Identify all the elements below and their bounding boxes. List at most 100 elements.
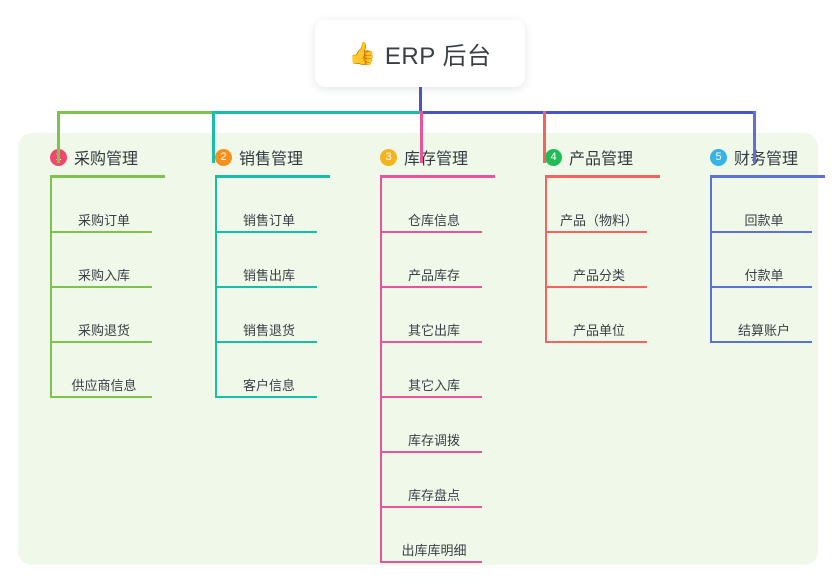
column-rule-4: [545, 175, 660, 178]
leaf-item-label: 结算账户: [737, 323, 790, 338]
column-spine-3: [380, 178, 382, 563]
column-title-4: 产品管理: [569, 151, 634, 168]
leaf-item[interactable]: 销售订单: [215, 178, 317, 233]
leaf-item[interactable]: 产品分类: [545, 233, 647, 288]
column-3: 3 库存管理仓库信息产品库存其它出库其它入库库存调拨库存盘点出库库明细: [360, 146, 520, 563]
column-header-3[interactable]: 3 库存管理: [360, 146, 520, 168]
leaf-item-label: 销售出库: [242, 268, 295, 283]
leaf-item-label: 采购退货: [77, 323, 130, 338]
leaf-item-rule: [710, 286, 812, 288]
column-items-2: 销售订单销售出库销售退货客户信息: [215, 178, 355, 398]
leaf-item-rule: [215, 286, 317, 288]
column-title-1: 采购管理: [74, 151, 139, 168]
leaf-item-rule: [710, 231, 812, 233]
column-1: 1采购管理采购订单采购入库采购退货供应商信息: [30, 146, 190, 398]
column-spine-1: [50, 178, 52, 398]
leaf-item-label: 库存盘点: [407, 488, 460, 503]
leaf-item[interactable]: 出库库明细: [380, 508, 482, 563]
root-node-erp-backend[interactable]: 👍 ERP 后台: [315, 20, 525, 87]
leaf-item-label: 客户信息: [242, 378, 295, 393]
leaf-item[interactable]: 产品单位: [545, 288, 647, 343]
connector-drop-3: [420, 111, 423, 163]
column-2: 2 销售管理销售订单销售出库销售退货客户信息: [195, 146, 355, 398]
column-header-1[interactable]: 1采购管理: [30, 146, 190, 168]
leaf-item[interactable]: 其它出库: [380, 288, 482, 343]
column-spine-5: [710, 178, 712, 343]
column-badge-2: 2: [215, 148, 232, 166]
leaf-item-label: 产品（物料）: [559, 213, 638, 228]
column-rule-3: [380, 175, 495, 178]
column-title-2: 销售管理: [239, 151, 304, 168]
leaf-item[interactable]: 付款单: [710, 233, 812, 288]
leaf-item[interactable]: 仓库信息: [380, 178, 482, 233]
leaf-item[interactable]: 回款单: [710, 178, 812, 233]
root-connector-stem: [419, 87, 422, 111]
connector-drop-5: [753, 111, 756, 163]
leaf-item-rule: [380, 286, 482, 288]
leaf-item-rule: [545, 231, 647, 233]
column-spine-4: [545, 178, 547, 343]
leaf-item[interactable]: 结算账户: [710, 288, 812, 343]
leaf-item-label: 回款单: [744, 213, 784, 228]
column-header-2[interactable]: 2 销售管理: [195, 146, 355, 168]
leaf-item-label: 产品单位: [572, 323, 625, 338]
root-node-content: 👍 ERP 后台: [349, 36, 492, 71]
column-items-1: 采购订单采购入库采购退货供应商信息: [50, 178, 190, 398]
bus-segment-green: [57, 111, 212, 114]
diagram-background-panel: [18, 133, 818, 565]
leaf-item-rule: [380, 561, 482, 563]
leaf-item[interactable]: 其它入库: [380, 343, 482, 398]
bus-segment-teal: [212, 111, 420, 114]
root-node-label: ERP 后台: [384, 43, 492, 70]
leaf-item-rule: [50, 231, 152, 233]
leaf-item[interactable]: 产品（物料）: [545, 178, 647, 233]
column-items-4: 产品（物料） 产品分类产品单位: [545, 178, 685, 343]
leaf-item[interactable]: 库存盘点: [380, 453, 482, 508]
leaf-item[interactable]: 库存调拨: [380, 398, 482, 453]
thumbs-up-icon: 👍: [348, 40, 376, 66]
leaf-item[interactable]: 客户信息: [215, 343, 317, 398]
leaf-item-rule: [380, 506, 482, 508]
leaf-item[interactable]: 产品库存: [380, 233, 482, 288]
connector-drop-1: [57, 111, 60, 163]
leaf-item-rule: [380, 231, 482, 233]
column-title-5: 财务管理: [734, 151, 799, 168]
connector-drop-2: [212, 111, 215, 163]
column-rule-2: [215, 175, 330, 178]
leaf-item[interactable]: 采购退货: [50, 288, 152, 343]
leaf-item-label: 其它入库: [407, 378, 460, 393]
bus-segment-indigo: [420, 111, 753, 114]
leaf-item[interactable]: 销售出库: [215, 233, 317, 288]
leaf-item-rule: [380, 451, 482, 453]
leaf-item-rule: [50, 341, 152, 343]
column-rule-1: [50, 175, 165, 178]
leaf-item-rule: [545, 341, 647, 343]
leaf-item-label: 出库库明细: [401, 543, 467, 558]
column-title-3: 库存管理: [404, 151, 469, 168]
leaf-item-rule: [215, 231, 317, 233]
leaf-item-rule: [380, 341, 482, 343]
leaf-item-rule: [215, 341, 317, 343]
column-spine-2: [215, 178, 217, 398]
leaf-item-label: 仓库信息: [407, 213, 460, 228]
leaf-item[interactable]: 采购订单: [50, 178, 152, 233]
leaf-item-label: 库存调拨: [407, 433, 460, 448]
leaf-item-label: 供应商信息: [71, 378, 137, 393]
leaf-item-rule: [215, 396, 317, 398]
leaf-item-label: 采购入库: [77, 268, 130, 283]
leaf-item-rule: [545, 286, 647, 288]
leaf-item-rule: [50, 286, 152, 288]
leaf-item[interactable]: 供应商信息: [50, 343, 152, 398]
leaf-item-label: 销售退货: [242, 323, 295, 338]
leaf-item-rule: [50, 396, 152, 398]
leaf-item[interactable]: 采购入库: [50, 233, 152, 288]
column-items-5: 回款单付款单结算账户: [710, 178, 839, 343]
leaf-item[interactable]: 销售退货: [215, 288, 317, 343]
leaf-item-label: 采购订单: [77, 213, 130, 228]
column-badge-3: 3: [380, 148, 397, 166]
